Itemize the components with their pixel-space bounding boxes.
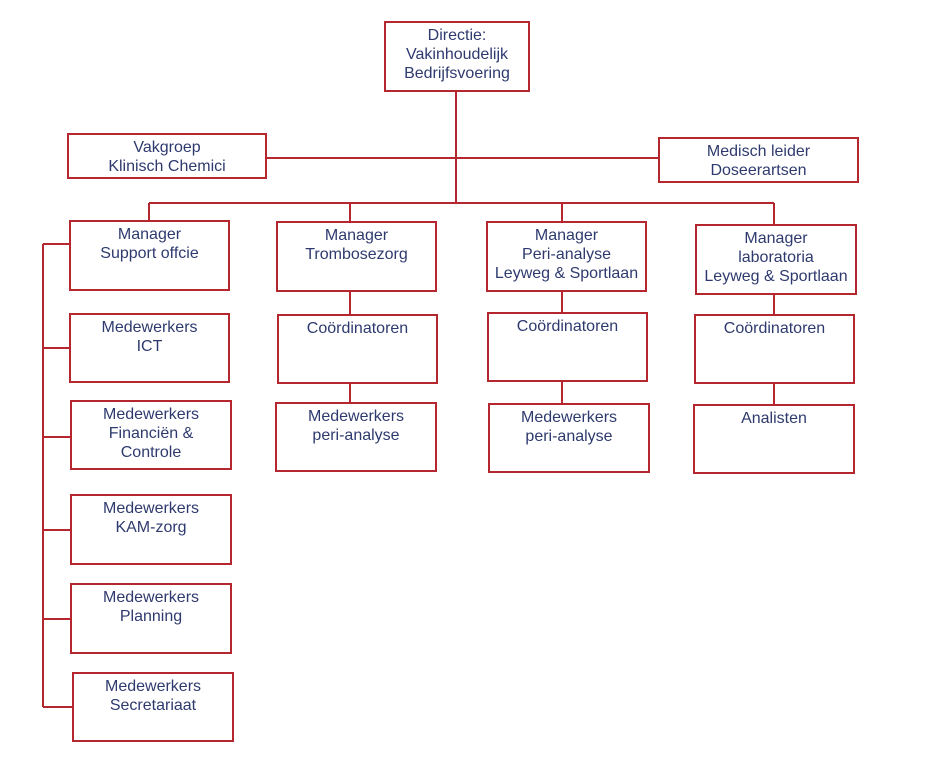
node-label-line: laboratoria [738, 249, 814, 266]
node-label-line: KAM-zorg [115, 519, 187, 536]
node-coordinatoren-peri-analyse: Coördinatoren [487, 312, 648, 382]
node-label-line: Directie: [427, 27, 487, 44]
node-label-line: Support offcie [100, 245, 199, 262]
node-label-line: Coördinatoren [516, 318, 619, 335]
node-label-line: ICT [136, 338, 163, 355]
node-label-line: Financiën & [108, 425, 194, 442]
node-label-line: Vakgroep [133, 139, 201, 156]
node-label-line: Medewerkers [520, 409, 618, 426]
node-label-line: Medewerkers [101, 319, 198, 336]
node-label-line: Peri-analyse [522, 246, 611, 263]
node-label-line: peri-analyse [525, 428, 613, 445]
node-label-line: Medewerkers [104, 678, 202, 695]
node-label-line: Manager [117, 226, 182, 243]
node-label-line: Trombosezorg [305, 246, 408, 263]
node-label-line: Secretariaat [109, 697, 197, 714]
node-label-line: Klinisch Chemici [108, 158, 226, 175]
node-label-line: Medisch leider [706, 143, 811, 160]
node-label-line: Medewerkers [102, 589, 200, 606]
node-label-line: Planning [119, 608, 183, 625]
node-label-line: Medewerkers [102, 500, 200, 517]
node-label-line: Coördinatoren [723, 320, 826, 337]
node-label-line: Manager [744, 230, 808, 247]
node-label-line: Medewerkers [102, 406, 200, 423]
node-label-line: Analisten [741, 410, 807, 427]
node-label-line: Medewerkers [307, 408, 405, 425]
node-label-line: Coördinatoren [306, 320, 409, 337]
node-label-line: Doseerartsen [710, 162, 807, 179]
node-label-line: Manager [324, 227, 389, 244]
node-coordinatoren-trombosezorg: Coördinatoren [277, 314, 438, 384]
node-coordinatoren-laboratoria: Coördinatoren [694, 314, 855, 384]
node-label-line: Leyweg & Sportlaan [494, 265, 639, 282]
node-label-line: Vakinhoudelijk [406, 46, 508, 63]
node-medewerkers-peri-analyse-trombosezorg: Medewerkers peri-analyse [275, 402, 437, 472]
node-label-line: Leyweg & Sportlaan [704, 268, 848, 285]
node-medewerkers-peri-analyse-peri: Medewerkers peri-analyse [488, 403, 650, 473]
node-analisten: Analisten [693, 404, 855, 474]
node-label-line: Controle [120, 444, 182, 461]
node-label-line: Manager [534, 227, 599, 244]
node-label-line: peri-analyse [312, 427, 400, 444]
node-label-line: Bedrijfsvoering [404, 65, 510, 82]
